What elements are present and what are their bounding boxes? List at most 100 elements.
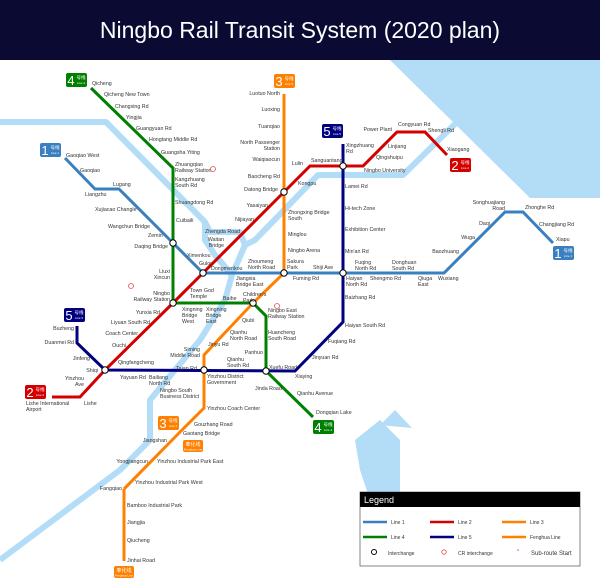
- station-label: Jinyu Rd: [208, 342, 229, 348]
- station-label-line: Government: [207, 380, 237, 386]
- station-label: Fuming Rd: [293, 276, 319, 282]
- station-label: Guangsha Yiting: [161, 150, 200, 156]
- station-label-line: Yinzhou District: [207, 374, 244, 380]
- station-label-line: Shiqi: [86, 368, 98, 374]
- station-label: Waiqiaocun: [253, 157, 281, 163]
- station-label: Jinhai Road: [127, 558, 155, 564]
- station-label: Min'an Rd: [345, 249, 369, 255]
- station-label-line: Jiangjia: [127, 520, 145, 526]
- station-label-line: Lulin: [292, 161, 303, 167]
- station-label: Dongmenkou: [211, 266, 243, 272]
- station-label: Ningbo University: [364, 168, 406, 174]
- station-label-line: Zemin: [148, 233, 163, 239]
- badge-cn: 号线: [75, 309, 84, 316]
- station-label: Hongtang Middle Rd: [149, 137, 197, 143]
- interchange-icon: [339, 269, 347, 277]
- interchange-icon: [262, 367, 270, 375]
- badge-bg: [66, 73, 87, 87]
- station-label: Xiaogang: [447, 147, 469, 153]
- station-label-line: Siming: [184, 347, 200, 353]
- station-label-line: Xingzhuang: [346, 143, 374, 149]
- legend-subroute-label: Sub-route Start: [531, 551, 572, 557]
- river-1: [202, 222, 235, 277]
- station-label-line: Buzheng: [53, 326, 74, 332]
- badge-en: Fenghua Line: [115, 574, 134, 578]
- station-label-line: Jinfeng: [73, 356, 90, 362]
- station-label: Gaotang Bridge: [183, 431, 220, 437]
- station-label: Tuanqiao: [258, 124, 280, 130]
- station-label-line: Liyuan South Rd: [111, 320, 150, 326]
- subroute-start-icon: [517, 549, 519, 551]
- station-label-line: Hongtang Middle Rd: [149, 137, 197, 143]
- station-label-line: Ningbo South: [160, 388, 192, 394]
- station-label-line: Jinhai Road: [127, 558, 155, 564]
- station-label-line: South Rd: [175, 183, 197, 189]
- station-label-line: East: [418, 282, 429, 288]
- station-label: Jinfeng: [73, 356, 90, 362]
- station-label-line: Shengmo Rd: [370, 276, 401, 282]
- station-label-line: Road: [492, 206, 505, 212]
- station-label-line: Nijiayan: [235, 217, 254, 223]
- station-label-line: Yinzhou Industrial Park West: [135, 480, 203, 486]
- station-label-line: Sanguantang: [311, 158, 343, 164]
- station-label-line: Dongqian Lake: [316, 410, 352, 416]
- station-label-line: Gaoqiao West: [66, 153, 100, 159]
- station-label: Coach Center: [105, 331, 138, 337]
- station-label-line: Rd: [346, 149, 353, 155]
- station-label-line: Xingning: [182, 307, 203, 313]
- station-label-line: Lishe International: [26, 401, 69, 407]
- station-label-line: Liuxi: [159, 269, 170, 275]
- badge-en: Line 4: [77, 81, 86, 85]
- badge-bg: [114, 566, 134, 578]
- badge-bg: [64, 308, 85, 322]
- station-label-line: Railway Station: [175, 168, 212, 174]
- station-label-line: Jinda Road: [255, 386, 282, 392]
- station-label-line: Fuming Rd: [293, 276, 319, 282]
- station-label: Baihe: [223, 296, 237, 302]
- station-label-line: East: [206, 319, 217, 325]
- station-label-line: Cuibaili: [176, 218, 193, 224]
- station-label-line: Station: [264, 146, 281, 152]
- badge-cn: 奉化线: [185, 441, 200, 448]
- station-label-line: Xincun: [154, 275, 170, 281]
- station-label-line: Panhuo: [245, 350, 263, 356]
- station-label: Datong Bridge: [244, 187, 278, 193]
- station-label: Minglou: [288, 232, 307, 238]
- station-label: Dongqian Lake: [316, 410, 352, 416]
- station-label: Yongjiangcun: [116, 459, 148, 465]
- station-label-line: Daqing Bridge: [134, 244, 168, 250]
- station-label-line: Qianhu: [227, 357, 244, 363]
- station-label-line: North Rd: [346, 282, 367, 288]
- badge-bg: [40, 143, 61, 157]
- badge-en: Line 2: [461, 166, 470, 170]
- station-label: Shiqi: [86, 368, 98, 374]
- station-label: Yinzhou Industrial Park East: [157, 459, 224, 465]
- station-label-line: Ningbo University: [364, 168, 406, 174]
- station-label: Panhuo: [245, 350, 263, 356]
- station-label: Yingjia: [126, 115, 142, 121]
- sea: [390, 60, 600, 198]
- station-label: Qicheng New Town: [104, 92, 150, 98]
- station-label-line: Children's: [243, 292, 267, 298]
- station-label: Jiangjia: [127, 520, 145, 526]
- station-label: Lishe: [84, 401, 97, 407]
- station-label: Changxing Rd: [115, 104, 149, 110]
- station-label-line: Guangsha Yiting: [161, 150, 200, 156]
- station-label-line: Minglou: [288, 232, 307, 238]
- station-label-line: Xiapu: [556, 237, 570, 243]
- station-label-line: Zhengda Road: [205, 229, 240, 235]
- station-label: Yinzhou Coach Center: [207, 406, 260, 412]
- station-label: Xiapu: [556, 237, 570, 243]
- station-label-line: Yingjia: [126, 115, 142, 121]
- station-label: Yunxia Rd: [136, 310, 160, 316]
- station-label-line: Linjiang: [388, 144, 406, 150]
